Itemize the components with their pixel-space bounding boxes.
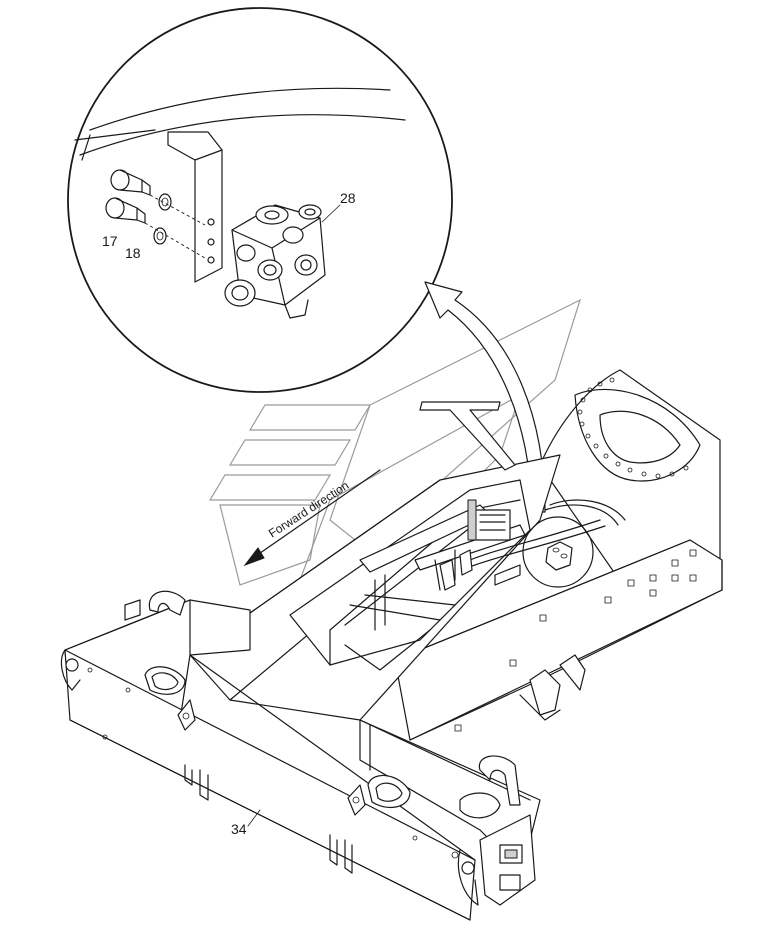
forward-direction-label: Forward direction: [266, 478, 351, 540]
washer-18-lower: [153, 227, 167, 245]
label-part-18: 18: [125, 245, 141, 261]
label-part-17: 17: [102, 233, 118, 249]
turntable-bolt-holes: [577, 377, 689, 479]
main-chassis-frame: [60, 369, 723, 921]
label-part-28: 28: [340, 190, 356, 206]
bolt-17-upper: [110, 169, 151, 196]
lightening-hole-left: [144, 666, 186, 695]
bolt-17-lower: [105, 197, 146, 224]
detail-view-circle: [67, 7, 453, 393]
lightening-hole-right: [367, 774, 411, 809]
washer-18-upper: [158, 193, 172, 211]
label-part-34: 34: [231, 821, 247, 837]
leader-part-34: [247, 809, 261, 827]
valve-block-28: [224, 204, 326, 319]
forward-direction-arrow-icon: [243, 469, 381, 567]
side-beam-bolts: [454, 549, 697, 732]
